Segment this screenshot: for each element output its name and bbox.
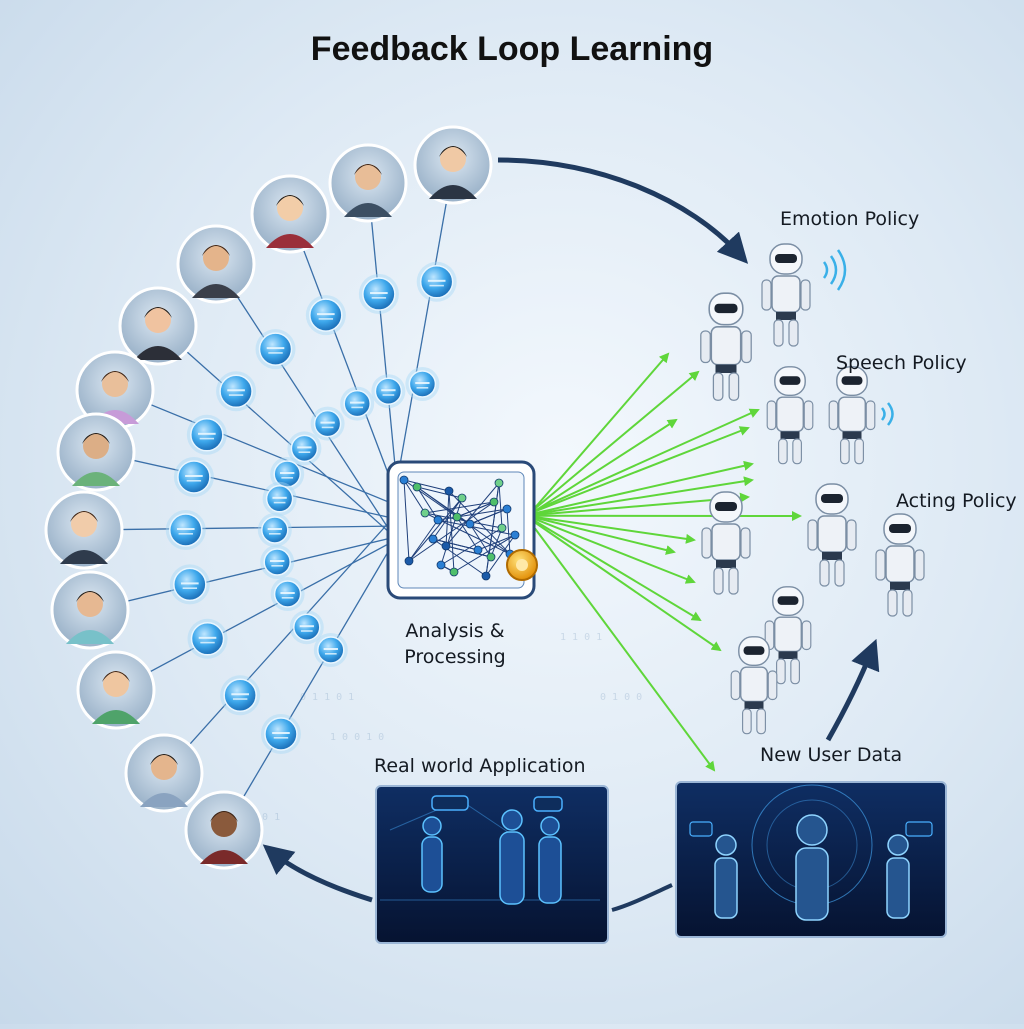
node-glyph bbox=[299, 451, 311, 453]
robot-icon bbox=[876, 514, 924, 616]
output-arrow bbox=[535, 529, 714, 771]
node-glyph bbox=[271, 565, 283, 567]
person-avatar-icon bbox=[415, 127, 491, 203]
person-avatar-icon bbox=[52, 572, 128, 648]
node-glyph bbox=[415, 382, 429, 384]
node-glyph bbox=[183, 587, 197, 589]
robot-icon bbox=[701, 293, 751, 400]
label-new-user-data: New User Data bbox=[760, 744, 902, 766]
node-glyph bbox=[297, 446, 311, 448]
node-glyph bbox=[301, 630, 313, 632]
node-glyph bbox=[268, 352, 282, 354]
person-avatar-icon bbox=[78, 652, 154, 728]
svg-text:1 0 0 1 0: 1 0 0 1 0 bbox=[330, 732, 384, 743]
node-glyph bbox=[185, 475, 203, 477]
node-glyph bbox=[319, 318, 333, 320]
output-arrow bbox=[535, 372, 698, 509]
node-glyph bbox=[233, 698, 247, 700]
node-glyph bbox=[351, 407, 363, 409]
node-glyph bbox=[324, 648, 338, 650]
node-glyph bbox=[383, 394, 395, 396]
label-analysis-line1: Analysis & bbox=[380, 620, 530, 642]
label-acting-policy: Acting Policy bbox=[896, 490, 1017, 512]
label-real-world-application: Real world Application bbox=[374, 755, 586, 777]
node-glyph bbox=[187, 480, 201, 482]
robot-icon bbox=[829, 367, 875, 464]
node-glyph bbox=[280, 472, 294, 474]
robot-agents bbox=[701, 244, 924, 734]
output-arrow bbox=[535, 521, 700, 620]
robot-icon bbox=[762, 244, 810, 346]
node-glyph bbox=[428, 280, 446, 282]
node-glyph bbox=[417, 387, 429, 389]
connection-line bbox=[392, 165, 453, 510]
robot-icon bbox=[808, 484, 856, 586]
svg-text:1 1 0 1: 1 1 0 1 bbox=[560, 632, 602, 643]
person-avatar-icon bbox=[120, 288, 196, 364]
node-glyph bbox=[381, 389, 395, 391]
node-glyph bbox=[320, 422, 334, 424]
svg-text:0 1 0 0: 0 1 0 0 bbox=[600, 692, 642, 703]
loop-arrow-bottom-left bbox=[272, 852, 372, 900]
node-glyph bbox=[229, 394, 243, 396]
node-glyph bbox=[200, 438, 214, 440]
connection-line bbox=[84, 526, 400, 530]
node-glyph bbox=[227, 389, 245, 391]
robot-icon bbox=[765, 587, 811, 684]
node-glyph bbox=[317, 313, 335, 315]
node-glyph bbox=[282, 597, 294, 599]
person-avatar-icon bbox=[186, 792, 262, 868]
node-glyph bbox=[267, 347, 285, 349]
robot-icon bbox=[731, 637, 777, 734]
node-glyph bbox=[198, 433, 216, 435]
node-glyph bbox=[181, 582, 199, 584]
loop-arrow-between-panels bbox=[612, 885, 672, 910]
node-glyph bbox=[280, 592, 294, 594]
node-glyph bbox=[274, 737, 288, 739]
node-glyph bbox=[429, 285, 443, 287]
person-avatar-icon bbox=[58, 414, 134, 490]
analysis-hub bbox=[388, 462, 537, 598]
person-avatar-icon bbox=[126, 735, 202, 811]
real-world-application-panel bbox=[376, 786, 608, 943]
new-user-data-panel bbox=[676, 782, 946, 937]
label-analysis-line2: Processing bbox=[380, 646, 530, 668]
node-glyph bbox=[281, 477, 293, 479]
label-emotion-policy: Emotion Policy bbox=[780, 208, 919, 230]
output-arrow bbox=[535, 523, 720, 651]
person-avatar-icon bbox=[330, 145, 406, 221]
node-glyph bbox=[177, 528, 195, 530]
node-glyph bbox=[272, 732, 290, 734]
loop-arrow-new-data bbox=[828, 650, 872, 740]
loop-arrow-top bbox=[498, 160, 740, 255]
node-glyph bbox=[274, 502, 286, 504]
node-glyph bbox=[322, 427, 334, 429]
connection-line bbox=[224, 518, 408, 830]
person-avatar-icon bbox=[178, 226, 254, 302]
svg-text:0 1 1 0 1: 0 1 1 0 1 bbox=[300, 692, 354, 703]
node-glyph bbox=[272, 497, 286, 499]
node-glyph bbox=[268, 528, 282, 530]
node-glyph bbox=[200, 642, 214, 644]
robot-icon bbox=[702, 492, 750, 594]
node-glyph bbox=[179, 533, 193, 535]
label-analysis-processing: Analysis & Processing bbox=[380, 620, 530, 668]
node-glyph bbox=[325, 653, 337, 655]
node-glyph bbox=[350, 402, 364, 404]
node-glyph bbox=[370, 292, 388, 294]
person-avatar-icon bbox=[46, 492, 122, 568]
robot-icon bbox=[767, 367, 813, 464]
diagram-title: Feedback Loop Learning bbox=[0, 30, 1024, 69]
node-glyph bbox=[372, 297, 386, 299]
node-glyph bbox=[300, 625, 314, 627]
node-glyph bbox=[199, 637, 217, 639]
label-speech-policy: Speech Policy bbox=[836, 352, 967, 374]
node-glyph bbox=[269, 533, 281, 535]
person-avatar-icon bbox=[252, 176, 328, 252]
node-glyph bbox=[270, 560, 284, 562]
node-glyph bbox=[231, 693, 249, 695]
